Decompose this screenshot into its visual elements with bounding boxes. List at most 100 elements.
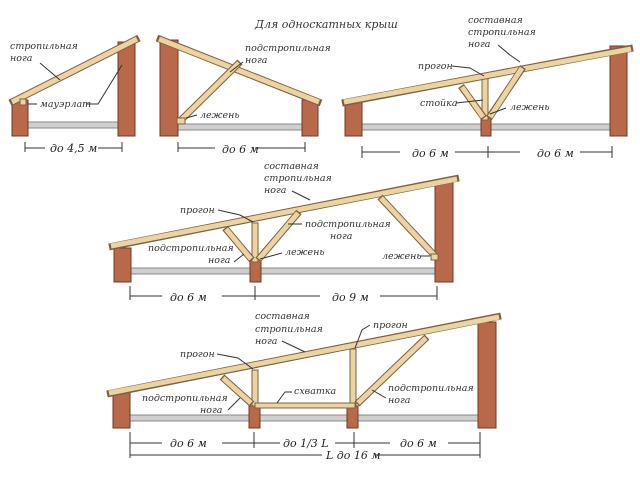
floor-beam — [175, 123, 305, 131]
leader-line — [354, 324, 371, 349]
scheme-5: составная стропильная нога прогон прогон… — [106, 311, 502, 462]
dimension: до 9 м — [332, 291, 369, 304]
timber-highlight — [158, 36, 320, 105]
wall-right — [477, 321, 497, 429]
leader-line — [185, 114, 198, 119]
label: подстропильная — [142, 393, 228, 404]
label: стропильная — [468, 27, 536, 38]
label: нога — [330, 231, 353, 242]
label: стропильная — [10, 41, 78, 52]
floor-beam — [127, 267, 439, 275]
dimension: до 6 м — [170, 291, 207, 304]
label: стропильная — [255, 324, 323, 335]
label: составная — [255, 311, 310, 322]
dimension: до 6 м — [400, 437, 437, 450]
sill — [176, 117, 186, 125]
timber-highlight — [487, 66, 525, 119]
dimension-line — [129, 286, 438, 300]
post — [349, 348, 357, 407]
post — [251, 222, 259, 263]
label: лежень — [382, 251, 422, 262]
tie — [254, 402, 356, 409]
leader-line — [28, 64, 123, 105]
label: нога — [245, 55, 268, 66]
dimension-total: L до 16 м — [325, 449, 381, 462]
label: подстропильная — [245, 43, 331, 54]
wall-left — [159, 39, 179, 137]
label: составная — [264, 161, 319, 172]
label: лежень — [200, 110, 240, 121]
leader-line — [233, 253, 245, 263]
scheme-4: составная стропильная нога прогон подстр… — [108, 161, 460, 304]
leader-line — [276, 391, 292, 404]
label: лежень — [510, 102, 550, 113]
label: нога — [255, 336, 278, 347]
leader-line — [455, 99, 484, 104]
diagram-title: Для односкатных крыш — [254, 18, 398, 31]
label: составная — [468, 15, 523, 26]
leader-line — [216, 353, 254, 370]
leader-line — [229, 61, 244, 73]
label: мауэрлат — [40, 99, 91, 110]
dimension: до 6 м — [412, 147, 449, 160]
label: нога — [388, 395, 411, 406]
timber-highlight — [459, 85, 486, 119]
support — [249, 259, 262, 283]
label: подстропильная — [388, 383, 474, 394]
floor-beam — [25, 121, 121, 129]
dimension: до 1/3 L — [283, 437, 329, 450]
timber-highlight — [379, 196, 436, 257]
sill — [430, 253, 439, 261]
label: стойка — [420, 98, 458, 109]
label: лежень — [285, 247, 325, 258]
leader-line — [497, 44, 521, 63]
label: прогон — [373, 320, 408, 331]
timber-highlight — [108, 314, 500, 396]
dimension: до 6 м — [222, 143, 259, 156]
label: схватка — [294, 386, 337, 397]
dimension: до 6 м — [170, 437, 207, 450]
label: подстропильная — [148, 243, 234, 254]
label: нога — [468, 39, 491, 50]
leader-line — [451, 65, 485, 77]
scheme-2: подстропильная нога лежень до 6 м — [155, 34, 331, 156]
leader-line — [281, 340, 306, 353]
dimension: до 6 м — [537, 147, 574, 160]
timber-highlight — [180, 61, 241, 121]
dimension-line — [129, 432, 481, 458]
timber-highlight — [356, 336, 428, 405]
leader-line — [371, 389, 387, 399]
timber-highlight — [221, 376, 253, 405]
support — [480, 117, 492, 137]
wall-right — [434, 181, 454, 283]
dimension: до 4,5 м — [50, 142, 97, 155]
label: подстропильная — [305, 219, 391, 230]
label: нога — [10, 53, 33, 64]
leader-line — [39, 62, 61, 81]
timber-highlight — [343, 46, 632, 105]
label: нога — [264, 185, 287, 196]
label: прогон — [418, 61, 453, 72]
scheme-3: составная стропильная нога прогон стойка… — [341, 15, 634, 160]
dimension-line — [24, 142, 123, 152]
label: нога — [200, 405, 223, 416]
leader-line — [489, 107, 507, 115]
support — [248, 405, 261, 429]
scheme-1: стропильная нога мауэрлат до 4,5 м — [8, 34, 141, 155]
floor-beam — [127, 414, 483, 422]
dimension-line — [177, 142, 306, 152]
wall-right — [609, 45, 628, 137]
leader-line — [227, 397, 241, 411]
wall-right — [117, 41, 136, 137]
label: нога — [208, 255, 231, 266]
support — [346, 405, 359, 429]
timber-highlight — [110, 176, 458, 249]
timber-highlight — [10, 36, 139, 105]
label: прогон — [180, 205, 215, 216]
wall-right — [301, 99, 319, 137]
leader-line — [259, 252, 283, 260]
leader-line — [291, 190, 311, 201]
label: стропильная — [264, 173, 332, 184]
dimension-line — [361, 146, 613, 158]
